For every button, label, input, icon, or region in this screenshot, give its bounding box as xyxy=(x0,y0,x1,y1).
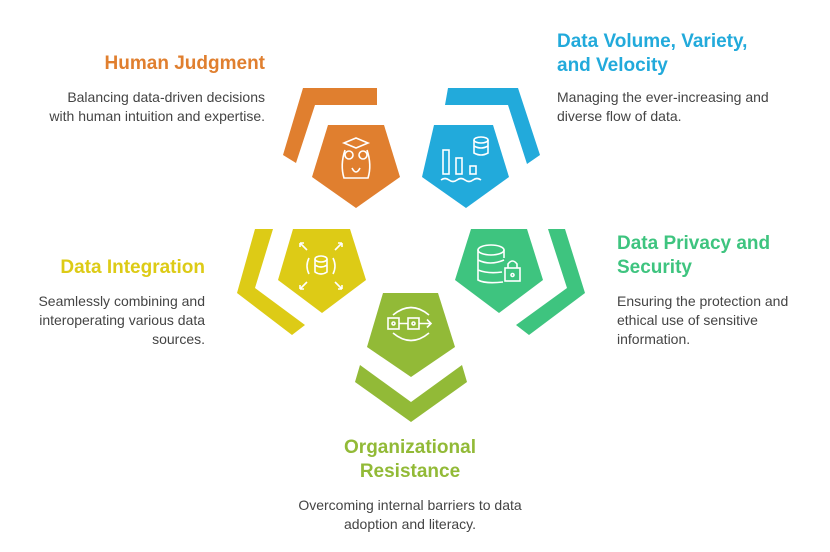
volume-bracket xyxy=(445,88,540,164)
human-title: Human Judgment xyxy=(104,53,265,74)
volume-desc: Managing the ever-increasing and diverse… xyxy=(557,89,769,124)
volume-title: Data Volume, Variety, and Velocity xyxy=(557,31,748,76)
human-bracket xyxy=(283,88,377,163)
human-desc: Balancing data-driven decisions with hum… xyxy=(49,89,265,124)
privacy-title: Data Privacy and Security xyxy=(617,233,771,278)
human-pentagon xyxy=(312,125,400,208)
owl-graduation-icon xyxy=(341,137,371,179)
privacy-pentagon xyxy=(455,229,543,313)
integration-title: Data Integration xyxy=(60,257,205,278)
privacy-desc: Ensuring the protection and ethical use … xyxy=(617,293,789,347)
volume-pentagon xyxy=(422,125,509,208)
database-chart-icon xyxy=(440,136,489,183)
integration-desc: Seamlessly combining and interoperating … xyxy=(38,293,205,347)
integration-bracket xyxy=(237,229,305,335)
process-flow-icon xyxy=(387,306,433,342)
resistance-desc: Overcoming internal barriers to data ado… xyxy=(298,497,522,532)
resistance-bracket xyxy=(355,365,467,422)
integration-pentagon xyxy=(278,229,366,313)
resistance-pentagon xyxy=(367,293,455,377)
privacy-bracket xyxy=(516,229,585,335)
resistance-title: Organizational Resistance xyxy=(344,437,476,482)
database-lock-icon xyxy=(477,244,521,284)
database-expand-icon xyxy=(299,242,343,290)
